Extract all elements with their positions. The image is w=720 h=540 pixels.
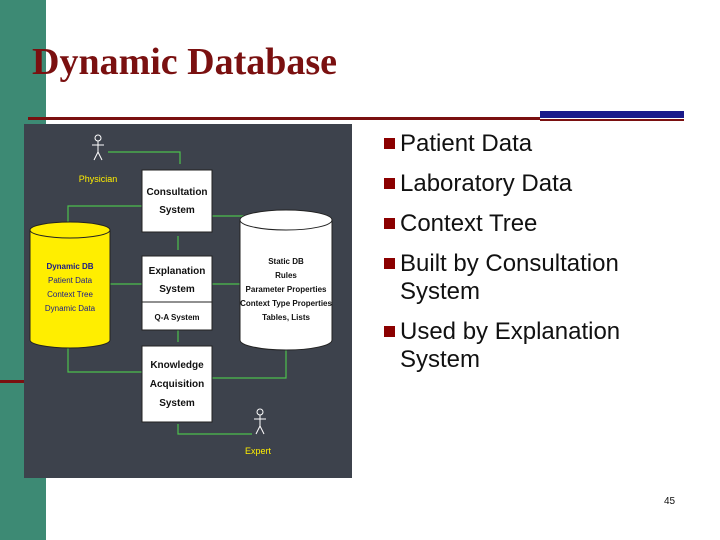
bullet-list: Patient Data Laboratory Data Context Tre… bbox=[384, 130, 704, 386]
physician-figure-icon bbox=[92, 134, 104, 161]
explanation-line-2: System bbox=[159, 284, 195, 295]
qa-system-label: Q-A System bbox=[154, 313, 199, 322]
title-rule-accent bbox=[540, 111, 684, 118]
bullet-item: Context Tree bbox=[384, 210, 704, 238]
physician-label: Physician bbox=[79, 174, 118, 184]
static-db-line-1: Static DB bbox=[268, 257, 304, 266]
static-db-line-5: Tables, Lists bbox=[262, 313, 310, 322]
connector-physician-consultation bbox=[108, 151, 181, 164]
expert-label: Expert bbox=[245, 446, 272, 456]
bullet-item: Laboratory Data bbox=[384, 170, 704, 198]
knowledge-line-3: System bbox=[159, 398, 195, 409]
bullet-item: Used by Explanation System bbox=[384, 318, 704, 374]
consultation-system-box bbox=[141, 169, 213, 233]
expert-figure-icon bbox=[254, 408, 266, 435]
bullet-item: Patient Data bbox=[384, 130, 704, 158]
page-number: 45 bbox=[664, 496, 676, 507]
architecture-diagram: Physician Expert Consultation System Exp… bbox=[24, 124, 352, 478]
bullet-item: Built by Consultation System bbox=[384, 250, 704, 306]
side-rule bbox=[0, 380, 36, 383]
consultation-line-2: System bbox=[159, 205, 195, 216]
diagram-connectors bbox=[67, 151, 287, 435]
connector-dynamicdb-knowledge bbox=[67, 346, 142, 373]
dynamic-db-line-2: Patient Data bbox=[48, 276, 93, 285]
consultation-line-1: Consultation bbox=[146, 187, 207, 198]
dynamic-db-cylinder bbox=[29, 221, 111, 349]
knowledge-line-1: Knowledge bbox=[150, 360, 204, 371]
connector-staticdb-knowledge bbox=[212, 350, 287, 379]
static-db-line-3: Parameter Properties bbox=[246, 285, 327, 294]
knowledge-line-2: Acquisition bbox=[150, 379, 204, 390]
dynamic-db-line-3: Context Tree bbox=[47, 290, 93, 299]
title-rule bbox=[28, 117, 540, 120]
slide-title: Dynamic Database bbox=[32, 41, 338, 83]
knowledge-acquisition-box bbox=[141, 345, 213, 423]
dynamic-db-line-1: Dynamic DB bbox=[46, 262, 93, 271]
static-db-line-2: Rules bbox=[275, 271, 297, 280]
static-db-cylinder bbox=[239, 209, 333, 351]
connector-knowledge-expert bbox=[177, 424, 252, 435]
static-db-line-4: Context Type Properties bbox=[240, 299, 332, 308]
explanation-line-1: Explanation bbox=[149, 266, 206, 277]
connector-consultation-dynamicdb bbox=[67, 205, 142, 226]
dynamic-db-line-4: Dynamic Data bbox=[45, 304, 96, 313]
title-rule-accent-thin bbox=[540, 119, 684, 121]
explanation-system-box bbox=[141, 255, 213, 331]
